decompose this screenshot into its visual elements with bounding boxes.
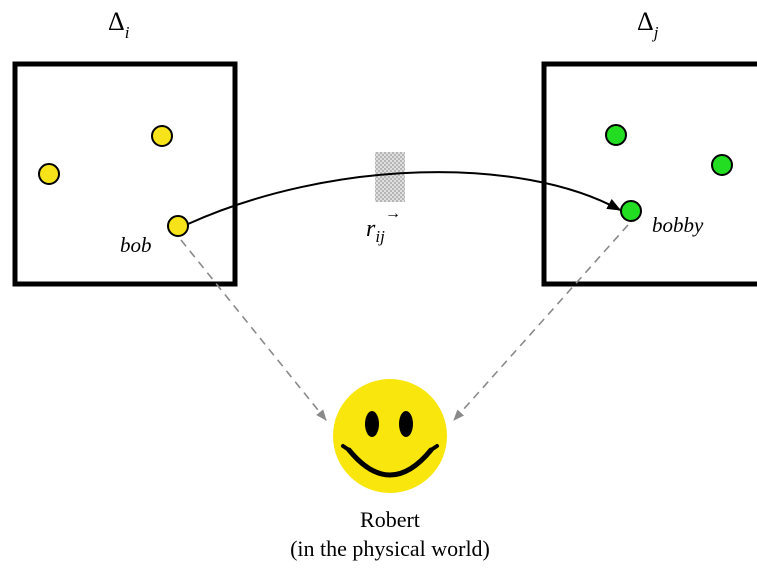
green-node xyxy=(605,124,627,146)
relation-label: rij xyxy=(366,216,385,246)
bob-node xyxy=(167,215,189,237)
dashed-arrow-from-bob xyxy=(180,239,327,421)
smiley-face-icon xyxy=(333,379,447,493)
physical-name: Robert xyxy=(360,507,420,532)
yellow-node xyxy=(151,125,173,147)
bobby-label: bobby xyxy=(652,213,704,237)
relation-arrow xyxy=(187,171,622,225)
domain-j-box xyxy=(541,61,757,287)
domain-i-title: Δi xyxy=(108,7,130,42)
relation-arrow-glyph: → xyxy=(385,205,401,222)
physical-caption: (in the physical world) xyxy=(290,536,490,561)
yellow-node xyxy=(38,163,60,185)
dashed-arrow-from-bobby xyxy=(453,224,629,421)
green-node xyxy=(711,154,733,176)
relation-marker xyxy=(375,152,405,202)
bob-label: bob xyxy=(120,233,152,257)
domain-i-box xyxy=(12,61,238,287)
domain-j-title: Δj xyxy=(637,7,659,42)
bobby-node xyxy=(620,200,642,222)
